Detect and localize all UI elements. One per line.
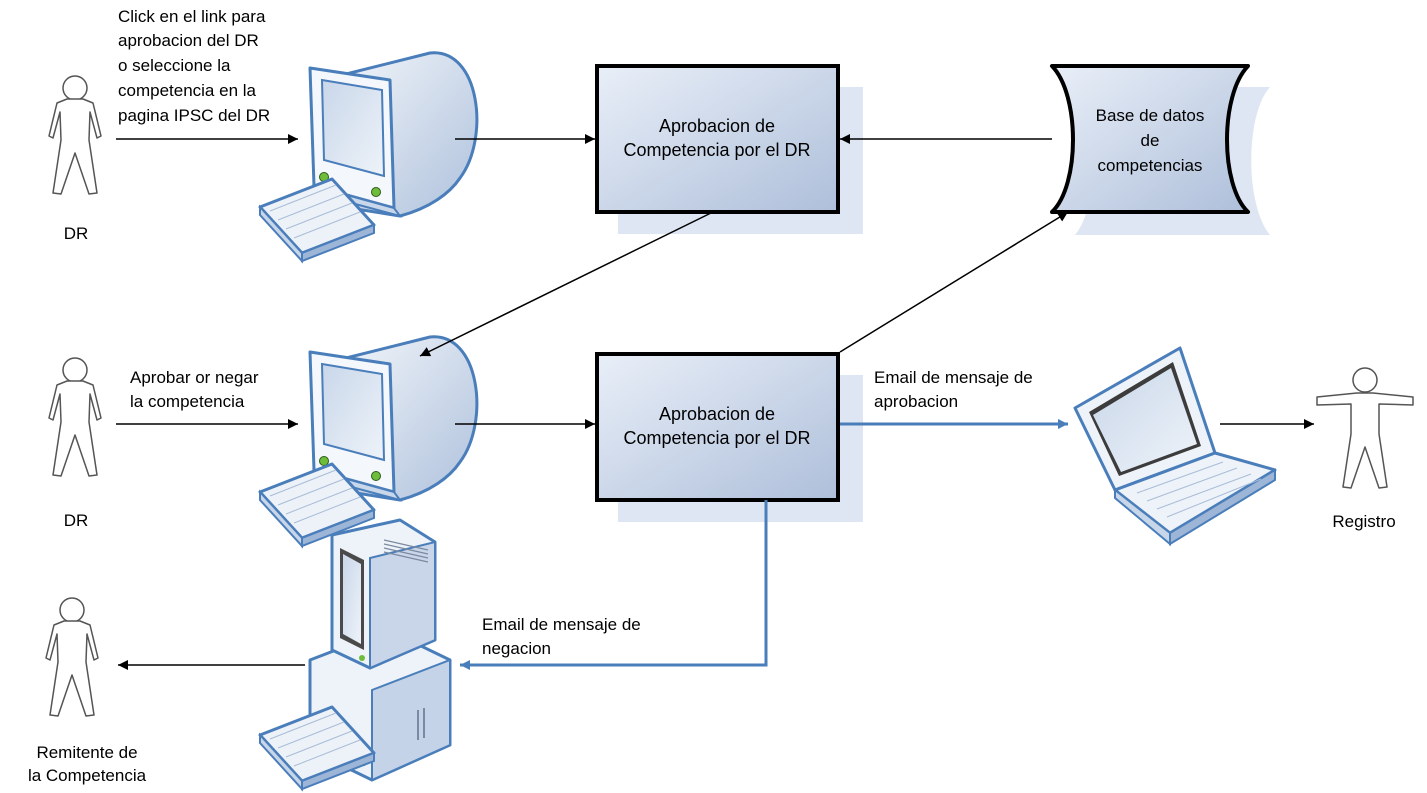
process-mid-line1: Aprobacion de [659, 404, 775, 424]
note-click-link: Click en el link para aprobacion del DR … [118, 7, 270, 125]
person-icon [45, 597, 99, 717]
note-email-negacion: Email de mensaje de negacion [482, 615, 641, 658]
note-click-line4: competencia en la [118, 81, 257, 100]
actor-remitente: Remitente de la Competencia [28, 597, 147, 785]
database-line3: competencias [1098, 156, 1203, 175]
laptop-icon [1073, 346, 1277, 546]
note-email-aprobacion: Email de mensaje de aprobacion [874, 368, 1033, 411]
database-line2: de [1141, 131, 1160, 150]
note-email-aprobacion-line2: aprobacion [874, 392, 958, 411]
actor-dr-mid: DR [48, 357, 102, 530]
process-mid-line2: Competencia por el DR [623, 428, 810, 448]
actor-dr-mid-label: DR [64, 511, 89, 530]
note-click-line2: aprobacion del DR [118, 31, 259, 50]
actor-remitente-line1: Remitente de [36, 743, 137, 762]
database-shape: Base de datos de competencias [1050, 64, 1250, 214]
note-email-negacion-line1: Email de mensaje de [482, 615, 641, 634]
arrow-email-denial [460, 500, 768, 670]
process-top-line2: Competencia por el DR [623, 140, 810, 160]
note-click-line3: o seleccione la [118, 56, 231, 75]
person-icon [1316, 367, 1414, 489]
note-click-line1: Click en el link para [118, 7, 266, 26]
actor-registro: Registro [1316, 367, 1414, 531]
database-line1: Base de datos [1096, 106, 1205, 125]
actor-registro-label: Registro [1332, 512, 1395, 531]
process-top-line1: Aprobacion de [659, 116, 775, 136]
note-email-negacion-line2: negacion [482, 639, 551, 658]
actor-dr-top-label: DR [64, 224, 89, 243]
arrow-process-top-to-monitor-mid [419, 211, 714, 357]
arrow-process-mid-to-database [839, 211, 1069, 353]
person-icon [48, 357, 102, 477]
note-aprobar-line1: Aprobar or negar [130, 368, 259, 387]
process-box-top: Aprobacion de Competencia por el DR [595, 64, 840, 214]
note-aprobar-line2: la competencia [130, 392, 245, 411]
note-aprobar: Aprobar or negar la competencia [130, 368, 259, 411]
note-email-aprobacion-line1: Email de mensaje de [874, 368, 1033, 387]
note-click-line5: pagina IPSC del DR [118, 106, 270, 125]
actor-remitente-line2: la Competencia [28, 766, 147, 785]
process-box-mid: Aprobacion de Competencia por el DR [595, 352, 840, 502]
person-icon [48, 75, 102, 195]
actor-dr-top: DR [48, 75, 102, 243]
